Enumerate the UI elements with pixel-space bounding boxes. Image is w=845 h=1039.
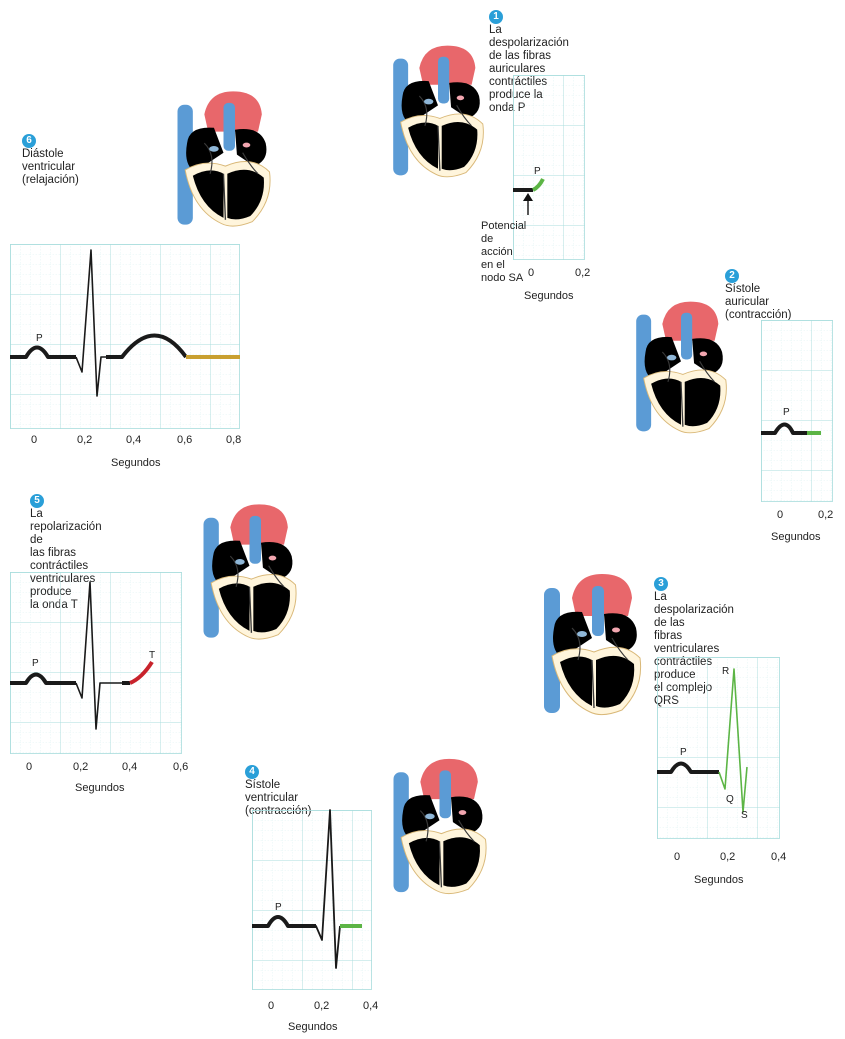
ecg-chart-2: [761, 320, 833, 502]
ecg-frame: [761, 320, 833, 502]
ecg-chart-4: [252, 809, 372, 990]
sa-node-annotation: Potencial de acción en el nodo SA: [481, 220, 527, 284]
step-badge: 6: [22, 134, 36, 148]
tick-label: 0: [31, 434, 38, 446]
ecg-trace-segment: [10, 672, 76, 685]
tick-label: 0: [674, 851, 681, 863]
wave-label-p: P: [275, 902, 282, 913]
ecg-grid: [761, 320, 833, 502]
step-badge: 3: [654, 577, 668, 591]
tick-label: 0,4: [122, 761, 138, 773]
heart-illustration-5: .h5 .atL,.h5 .atR{fill:#f8d99a}.h5 .vent…: [202, 503, 297, 640]
step-badge: 4: [245, 765, 259, 779]
ecg-trace-segment: [761, 422, 807, 435]
ecg-chart-5: [10, 572, 182, 754]
tick-label: 0: [26, 761, 33, 773]
ecg-trace-segment: [252, 915, 316, 928]
x-axis-label: Segundos: [524, 290, 574, 302]
tick-label: 0,6: [177, 434, 193, 446]
step-badge: 1: [489, 10, 503, 24]
tick-label: 0,2: [575, 267, 591, 279]
wave-label-p: P: [783, 407, 790, 418]
stage-6-caption: 6Diástole ventricular (relajación): [22, 134, 79, 186]
ecg-frame: [657, 657, 780, 839]
arrow-icon: [523, 193, 533, 215]
ecg-chart-1: [513, 75, 585, 260]
ecg-grid: [513, 75, 585, 260]
ecg-frame: [10, 572, 182, 754]
heart-illustration-6: .h6 .atL,.h6 .atR{fill:#c9a030}.h6 .vent…: [176, 90, 271, 227]
x-axis-label: Segundos: [694, 874, 744, 886]
ecg-frame: [513, 75, 585, 260]
tick-label: 0,2: [818, 509, 834, 521]
wave-label-t: T: [149, 650, 156, 661]
ecg-chart-6: [10, 244, 240, 429]
wave-label-p: P: [534, 166, 541, 177]
ecg-trace-segment: [718, 668, 748, 813]
ecg-grid: [252, 810, 372, 990]
tick-label: 0,2: [73, 761, 89, 773]
tick-label: 0,4: [771, 851, 787, 863]
ecg-trace-segment: [657, 761, 719, 774]
tick-label: 0: [268, 1000, 275, 1012]
wave-label-p: P: [36, 333, 43, 344]
tick-label: 0,2: [720, 851, 736, 863]
tick-label: 0,6: [173, 761, 189, 773]
tick-label: 0,4: [126, 434, 142, 446]
stage-2-caption: 2Sístole auricular (contracción): [725, 269, 792, 321]
heart-illustration-1: .h1 .atL,.h1 .atR{fill:#5cb545}.h1 .vent…: [392, 44, 485, 178]
ecg-grid: [10, 244, 240, 429]
ecg-trace-segment: [75, 581, 130, 730]
x-axis-label: Segundos: [75, 782, 125, 794]
wave-label-p: P: [32, 658, 39, 669]
ecg-trace-segment: [75, 249, 108, 397]
ecg-trace-segment: [10, 345, 76, 359]
tick-label: 0: [528, 267, 535, 279]
wave-label-s: S: [741, 810, 748, 821]
ecg-grid: [657, 657, 780, 839]
tick-label: 0: [777, 509, 784, 521]
wave-label-q: Q: [726, 794, 734, 805]
x-axis-label: Segundos: [771, 531, 821, 543]
ecg-trace-segment: [532, 178, 545, 192]
heart-illustration-4: .h4 .atL,.h4 .atR{fill:#f8d99a}.h4 .vent…: [392, 758, 487, 895]
tick-label: 0,2: [77, 434, 93, 446]
heart-illustration-3: .h3 .atL,.h3 .atR{fill:#c8232c}.h3 .vent…: [543, 573, 642, 716]
step-badge: 2: [725, 269, 739, 283]
heart-illustration-2: .h2 .atL,.h2 .atR{fill:#5cb545}.h2 .vent…: [635, 300, 728, 434]
ecg-frame: [10, 244, 240, 429]
ecg-frame: [252, 810, 372, 990]
wave-label-p: P: [680, 747, 687, 758]
tick-label: 0,8: [226, 434, 242, 446]
ecg-trace-segment: [129, 660, 154, 685]
x-axis-label: Segundos: [111, 457, 161, 469]
ecg-chart-3: [657, 657, 780, 839]
tick-label: 0,4: [363, 1000, 379, 1012]
tick-label: 0,2: [314, 1000, 330, 1012]
step-badge: 5: [30, 494, 44, 508]
ecg-trace-segment: [106, 333, 188, 359]
wave-label-r: R: [722, 666, 730, 677]
x-axis-label: Segundos: [288, 1021, 338, 1033]
